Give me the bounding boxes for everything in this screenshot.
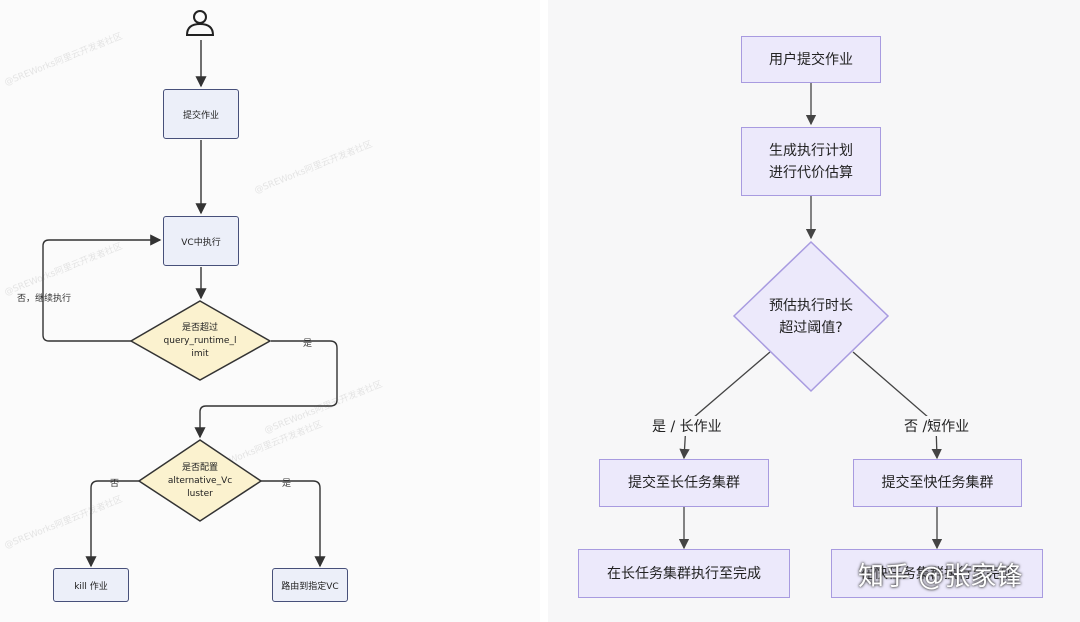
edge-label-yes: 是 <box>282 479 292 489</box>
node-submit-job: 提交作业 <box>163 89 239 139</box>
node-label: 进行代价估算 <box>769 164 853 181</box>
node-long-done: 在长任务集群执行至完成 <box>578 549 790 598</box>
edge-label-no-short: 否 /短作业 <box>902 416 972 436</box>
node-label: 提交作业 <box>182 110 219 121</box>
left-diagram-panel <box>0 0 540 622</box>
decision-duration-label: 预估执行时长 超过阈值? <box>751 294 871 340</box>
node-plan-cost: 生成执行计划 进行代价估算 <box>741 127 881 196</box>
decision-line: imit <box>191 348 209 359</box>
decision-line: 预估执行时长 <box>769 298 853 314</box>
node-label: 提交至快任务集群 <box>881 475 994 491</box>
node-run-in-vc: VC中执行 <box>163 216 239 266</box>
decision-alt-label: 是否配置 alternative_Vc luster <box>141 455 259 507</box>
edge-label-no: 否 <box>110 479 120 489</box>
decision-alt-shape <box>137 439 263 522</box>
decision-line: 是否超过 <box>181 322 218 333</box>
node-kill-job: kill 作业 <box>53 568 129 602</box>
node-long-cluster: 提交至长任务集群 <box>599 459 769 507</box>
brand-watermark: 知乎 @张家锋 <box>858 562 1023 592</box>
node-label: 在快任务集群执行至完成 <box>860 565 1014 582</box>
decision-runtime-label: 是否超过 query_runtime_l imit <box>141 315 259 367</box>
node-label: 用户提交作业 <box>769 51 853 68</box>
decision-duration-shape <box>732 240 890 393</box>
node-route-vc: 路由到指定VC <box>272 568 348 602</box>
edge-label-yes: 是 <box>303 339 313 349</box>
node-user-submit: 用户提交作业 <box>741 36 881 83</box>
node-label: kill 作业 <box>74 581 108 592</box>
node-label: 生成执行计划 <box>769 142 853 159</box>
node-short-done: 在快任务集群执行至完成 <box>831 549 1043 598</box>
edge-decision-long <box>679 351 771 460</box>
decision-line: 是否配置 <box>181 462 218 473</box>
edge-label-yes-long: 是 / 长作业 <box>650 416 724 436</box>
edge-label-continue: 否，继续执行 <box>17 294 72 304</box>
decision-line: alternative_Vc <box>167 475 233 486</box>
node-label: 路由到指定VC <box>281 581 339 592</box>
node-short-cluster: 提交至快任务集群 <box>853 459 1022 507</box>
edge-decision-short <box>852 351 942 460</box>
decision-line: 超过阈值? <box>779 320 843 336</box>
edge-alt-yes <box>261 480 326 568</box>
decision-line: query_runtime_l <box>163 335 237 346</box>
node-label: 提交至长任务集群 <box>628 475 740 491</box>
edge-alt-no <box>85 480 139 568</box>
edge-loop-continue <box>42 234 162 342</box>
decision-runtime-shape <box>129 300 272 381</box>
decision-line: luster <box>187 488 213 499</box>
user-icon <box>185 10 215 36</box>
node-label: VC中执行 <box>181 237 221 248</box>
edge-yes-alt <box>194 340 338 439</box>
node-label: 在长任务集群执行至完成 <box>607 565 761 582</box>
